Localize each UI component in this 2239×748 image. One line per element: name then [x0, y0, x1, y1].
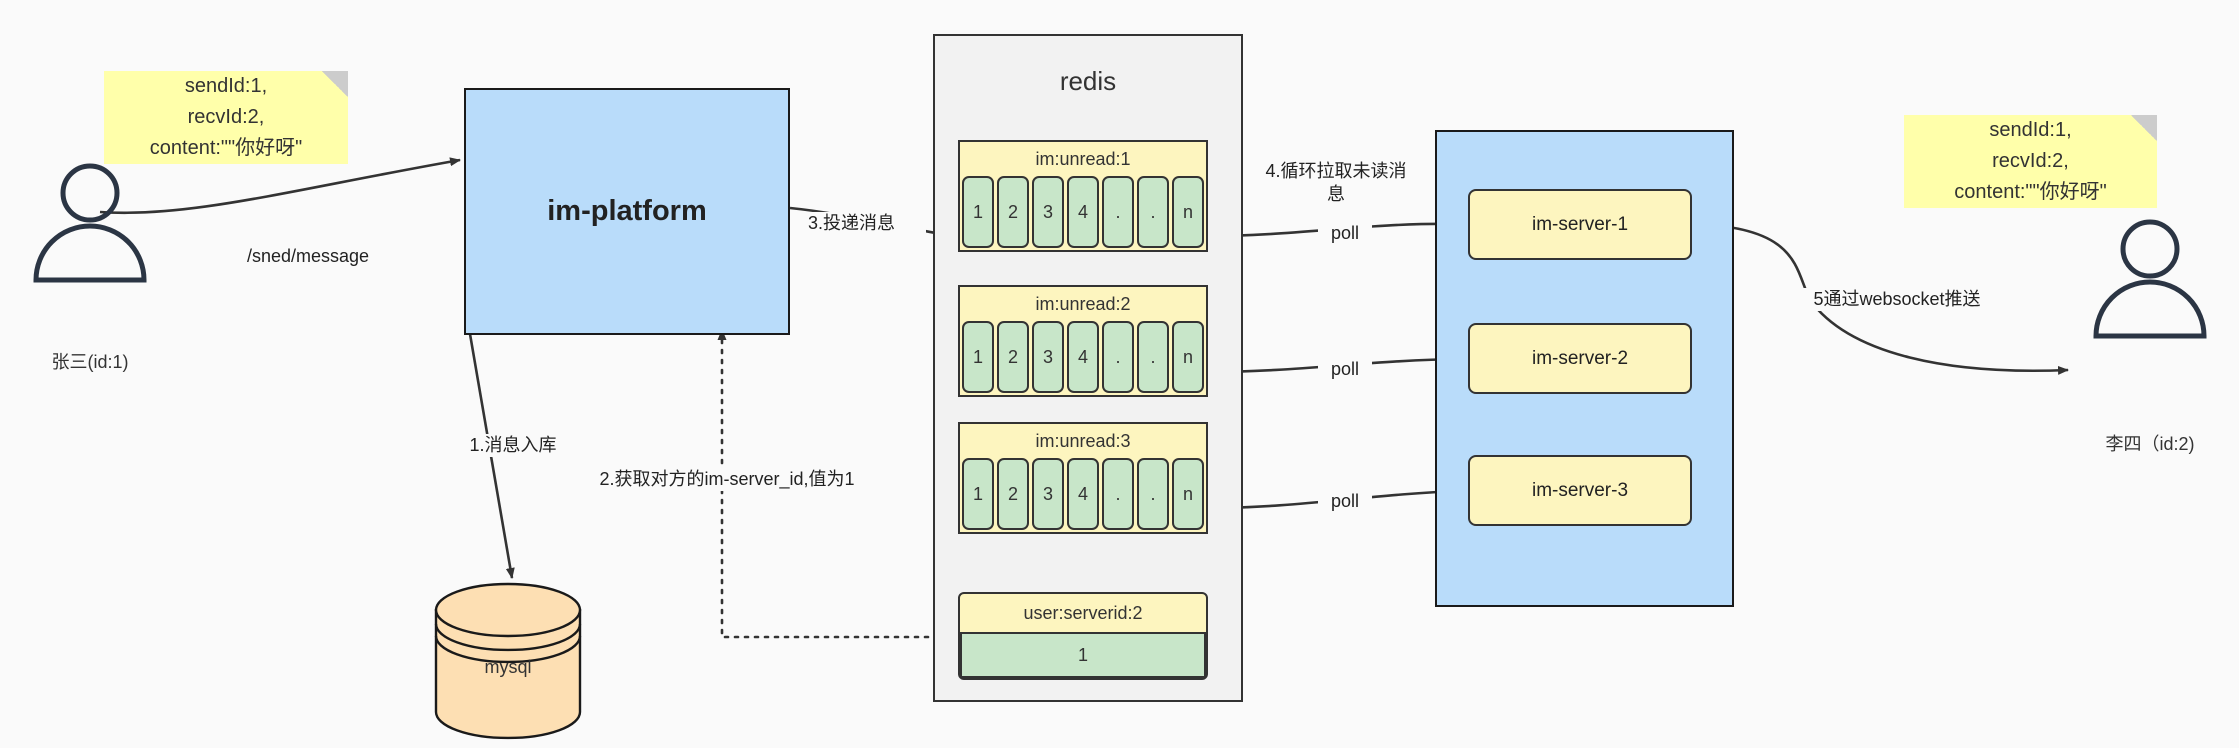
- redis-queue-1-key: im:unread:2: [1035, 293, 1131, 314]
- queue-cell: 4: [1067, 458, 1099, 530]
- queue-cell: 1: [962, 458, 994, 530]
- im-platform-label: im-platform: [547, 195, 707, 227]
- queue-cell: .: [1102, 458, 1134, 530]
- redis-queue-2: im:unread:3 1 2 3 4 . . n: [958, 422, 1208, 534]
- queue-cell: 1: [962, 176, 994, 248]
- im-server-node-1-label: im-server-1: [1531, 213, 1629, 235]
- queue-cell: 4: [1067, 176, 1099, 248]
- queue-cell: 3: [1032, 176, 1064, 248]
- im-server-node-2[interactable]: im-server-2: [1468, 323, 1692, 394]
- queue-cell: 2: [997, 321, 1029, 393]
- note-right: sendId:1, recvId:2, content:""你好呀": [1904, 115, 2157, 208]
- mysql-cylinder-icon: [434, 582, 582, 740]
- im-server-node-3-label: im-server-3: [1531, 479, 1629, 501]
- edge-label-send-message: /sned/message: [228, 245, 388, 268]
- receiver-avatar-icon: [2093, 219, 2207, 339]
- queue-cell: n: [1172, 458, 1204, 530]
- queue-cell: n: [1172, 176, 1204, 248]
- receiver-caption: 李四（id:2): [2105, 434, 2195, 454]
- edge-label-poll-2: poll: [1318, 358, 1372, 381]
- edge-send-message: [99, 157, 461, 215]
- sender-caption: 张三(id:1): [51, 352, 129, 372]
- redis-queue-0: im:unread:1 1 2 3 4 . . n: [958, 140, 1208, 252]
- queue-cell: 2: [997, 176, 1029, 248]
- redis-kv-block: user:serverid:2 1: [958, 592, 1208, 680]
- mysql-label: mysql: [484, 657, 532, 677]
- im-platform-box[interactable]: im-platform: [464, 88, 790, 335]
- note-left-text: sendId:1, recvId:2, content:""你好呀": [149, 75, 303, 159]
- redis-kv-key: user:serverid:2: [1023, 602, 1143, 623]
- im-server-node-3[interactable]: im-server-3: [1468, 455, 1692, 526]
- redis-title: redis: [1059, 66, 1117, 96]
- redis-queue-2-key: im:unread:3: [1035, 430, 1131, 451]
- edge-label-step4: 4.循环拉取未读消 息: [1248, 160, 1424, 205]
- edge-step2: [717, 328, 960, 639]
- note-right-text: sendId:1, recvId:2, content:""你好呀": [1954, 119, 2107, 203]
- edge-label-step3: 3.投递消息: [806, 212, 926, 235]
- edge-label-step5: 5通过websocket推送: [1792, 288, 2002, 311]
- edge-label-poll-1: poll: [1318, 222, 1372, 245]
- queue-cell: n: [1172, 321, 1204, 393]
- im-server-node-2-label: im-server-2: [1531, 347, 1629, 369]
- queue-cell: .: [1137, 176, 1169, 248]
- queue-cell: .: [1137, 458, 1169, 530]
- queue-cell: 2: [997, 458, 1029, 530]
- redis-queue-0-key: im:unread:1: [1035, 148, 1131, 169]
- queue-cell: .: [1102, 176, 1134, 248]
- redis-kv-value: 1: [960, 632, 1206, 678]
- note-fold-icon: [2131, 115, 2157, 141]
- queue-cell: 3: [1032, 321, 1064, 393]
- edge-label-poll-3: poll: [1318, 490, 1372, 513]
- sender-avatar-icon: [33, 163, 147, 283]
- queue-cell: .: [1137, 321, 1169, 393]
- queue-cell: 4: [1067, 321, 1099, 393]
- edge-label-step1: 1.消息入库: [448, 434, 578, 457]
- queue-cell: 1: [962, 321, 994, 393]
- edge-label-step2: 2.获取对方的im-server_id,值为1: [562, 468, 892, 491]
- redis-queue-1: im:unread:2 1 2 3 4 . . n: [958, 285, 1208, 397]
- note-left: sendId:1, recvId:2, content:""你好呀": [104, 71, 348, 164]
- queue-cell: .: [1102, 321, 1134, 393]
- im-server-node-1[interactable]: im-server-1: [1468, 189, 1692, 260]
- note-fold-icon: [322, 71, 348, 97]
- queue-cell: 3: [1032, 458, 1064, 530]
